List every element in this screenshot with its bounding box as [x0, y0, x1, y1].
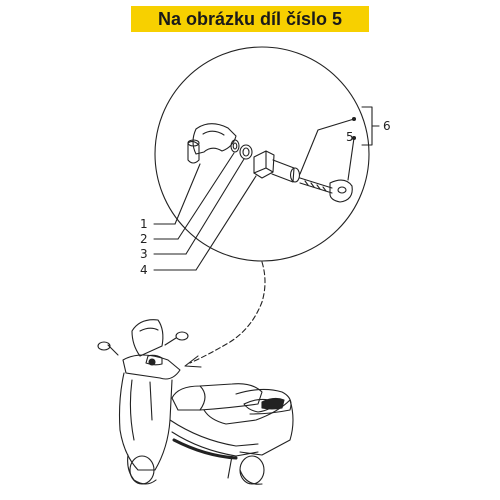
magnify-arrowhead — [184, 355, 202, 368]
part-2-ring — [230, 139, 240, 153]
part-1-lock-cover — [187, 123, 237, 164]
callout-label-3: 3 — [140, 247, 148, 261]
page-title: Na obrázku díl číslo 5 — [157, 8, 343, 29]
callout-label-5: 5 — [346, 130, 354, 144]
magnify-arrow — [189, 261, 266, 364]
part-4-lock-body — [253, 150, 301, 183]
leader-lines — [153, 116, 357, 271]
header-banner: Na obrázku díl číslo 5 — [131, 6, 369, 32]
detail-circle — [154, 46, 370, 262]
callout-bracket — [361, 106, 373, 146]
callout-label-2: 2 — [140, 232, 148, 246]
part-5-key — [299, 177, 353, 203]
callout-label-1: 1 — [140, 217, 148, 231]
callout-label-4: 4 — [140, 263, 148, 277]
part-3-washer — [239, 144, 253, 160]
scooter-illustration — [97, 319, 294, 485]
callout-label-6: 6 — [383, 119, 391, 133]
